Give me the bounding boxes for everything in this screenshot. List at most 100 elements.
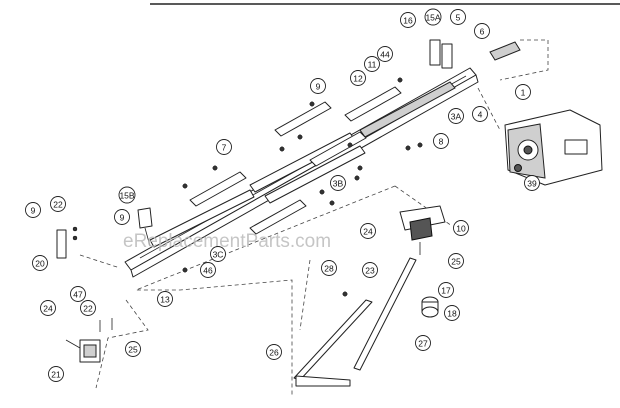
callout-circle [444,305,460,321]
callout-label: 3C [213,250,224,260]
callout-label: 23 [365,266,375,276]
callout-22: 22 [80,300,96,316]
emergency-release [137,207,153,247]
callout-label: 44 [380,50,390,60]
callout-label: 28 [324,264,334,274]
callout-18: 18 [444,305,460,321]
callout-24: 24 [360,223,376,239]
header-bracket [429,39,521,69]
fasteners [182,77,423,297]
callout-25: 25 [125,341,141,357]
callout-15a: 15A [424,8,442,26]
wall-bracket-left [56,226,78,259]
callout-circle [433,133,449,149]
callout-label: 12 [353,74,363,84]
callout-label: 15B [119,191,134,201]
callout-label: 26 [269,348,279,358]
callout-5: 5 [450,9,466,25]
callout-23: 23 [362,262,378,278]
callout-circle [330,175,346,191]
callout-label: 9 [31,206,36,216]
callout-11: 11 [364,56,380,72]
callout-10: 10 [453,220,469,236]
callout-circle [310,78,326,94]
callout-label: 47 [73,290,83,300]
roller [421,296,439,318]
callout-21: 21 [48,366,64,382]
callout-9: 9 [310,78,326,94]
callout-circle [448,108,464,124]
callout-circle [32,255,48,271]
callout-9: 9 [25,202,41,218]
callout-39: 39 [524,175,540,191]
callout-circle [474,23,490,39]
callout-label: 24 [43,304,53,314]
callout-22: 22 [50,196,66,212]
callout-label: 18 [447,309,457,319]
callout-label: 3B [333,179,344,189]
watermark-text: eReplacementParts.com [123,231,331,252]
callout-label: 22 [53,200,63,210]
callout-circle [125,341,141,357]
callout-label: 11 [368,60,377,70]
callout-circle [524,175,540,191]
door-bracket-lower [65,318,113,363]
door-bracket [399,205,446,255]
callout-44: 44 [377,46,393,62]
callout-label: 6 [480,27,485,37]
callout-circle [50,196,66,212]
rail-assembly [124,67,479,278]
callout-label: 9 [316,82,321,92]
callout-circle [415,335,431,351]
callout-label: 15A [425,13,440,23]
callout-47: 47 [70,286,86,302]
callout-28: 28 [321,260,337,276]
callout-4: 4 [472,106,488,122]
callout-label: 3A [451,112,462,122]
callout-circle [48,366,64,382]
rail-brackets [189,86,402,235]
callout-label: 22 [83,304,93,314]
callout-label: 21 [51,370,61,380]
callout-label: 16 [403,16,413,26]
callout-circle [40,300,56,316]
callout-6: 6 [474,23,490,39]
callout-circle [80,300,96,316]
callout-circle [321,260,337,276]
callout-3a: 3A [448,108,464,124]
callout-circle [424,8,442,26]
callout-circle [472,106,488,122]
callout-27: 27 [415,335,431,351]
callout-circle [438,282,454,298]
callout-circle [360,223,376,239]
callout-label: 46 [203,266,213,276]
callout-circle [400,12,416,28]
callout-label: 9 [120,213,125,223]
door-arm [293,257,417,387]
callout-label: 24 [363,227,373,237]
callout-1: 1 [515,84,531,100]
callout-9: 9 [114,209,130,225]
callout-26: 26 [266,344,282,360]
callout-circle [210,246,226,262]
callout-group: 13A3B3C4567899911121315A15B1617182021222… [25,8,540,382]
callout-circle [453,220,469,236]
callout-circle [216,139,232,155]
callout-label: 5 [456,13,461,23]
callout-8: 8 [433,133,449,149]
callout-12: 12 [350,70,366,86]
callout-46: 46 [200,262,216,278]
callout-label: 1 [521,88,526,98]
callout-circle [266,344,282,360]
callout-circle [157,291,173,307]
callout-17: 17 [438,282,454,298]
callout-circle [515,84,531,100]
callout-label: 17 [441,286,451,296]
callout-circle [200,262,216,278]
callout-label: 13 [160,295,170,305]
callout-circle [450,9,466,25]
callout-label: 39 [527,179,537,189]
callout-label: 7 [222,143,227,153]
callout-label: 8 [439,137,444,147]
